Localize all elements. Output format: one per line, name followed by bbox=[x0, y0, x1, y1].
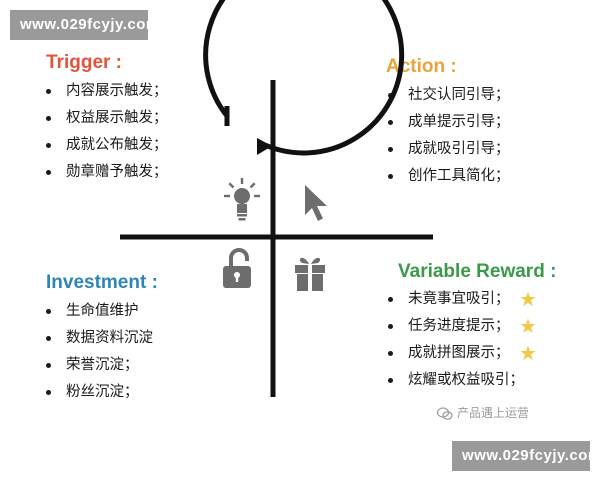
watermark-bottom: www.029fcyjy.com bbox=[452, 441, 600, 471]
cycle-circle bbox=[203, 0, 405, 156]
list-item: 内容展示触发； bbox=[44, 78, 168, 105]
list-item: 未竟事宜吸引； bbox=[386, 286, 536, 313]
list-item: 权益展示触发； bbox=[44, 105, 168, 132]
star-icon bbox=[520, 291, 535, 306]
cursor-arrow-icon bbox=[305, 185, 327, 221]
gift-icon bbox=[295, 257, 325, 291]
padlock-icon bbox=[223, 248, 251, 288]
variable-reward-list: 未竟事宜吸引； 任务进度提示； 成就拼图展示； 炫耀或权益吸引； bbox=[386, 286, 536, 394]
list-item: 成就拼图展示； bbox=[386, 340, 536, 367]
watermark-top: www.029fcyjy.com bbox=[10, 10, 159, 40]
list-item: 成单提示引导； bbox=[386, 109, 510, 136]
wechat-icon bbox=[437, 406, 453, 420]
trigger-heading: Trigger : bbox=[46, 52, 123, 73]
variable-reward-heading: Variable Reward : bbox=[398, 261, 557, 282]
investment-heading: Investment : bbox=[46, 272, 158, 293]
list-item: 成就吸引引导； bbox=[386, 136, 510, 163]
star-icon bbox=[520, 345, 535, 360]
credit-text: 产品遇上运营 bbox=[457, 406, 530, 420]
lightbulb-icon bbox=[224, 178, 260, 221]
star-icon bbox=[520, 318, 535, 333]
list-item: 创作工具简化； bbox=[386, 163, 510, 190]
list-item: 任务进度提示； bbox=[386, 313, 536, 340]
list-item: 炫耀或权益吸引； bbox=[386, 367, 536, 394]
source-credit: 产品遇上运营 bbox=[437, 404, 529, 421]
action-list: 社交认同引导； 成单提示引导； 成就吸引引导； 创作工具简化； bbox=[386, 82, 510, 190]
list-item: 数据资料沉淀 bbox=[44, 325, 153, 352]
list-item: 生命值维护 bbox=[44, 298, 153, 325]
list-item: 成就公布触发； bbox=[44, 132, 168, 159]
cycle-arrow-head bbox=[257, 138, 272, 155]
list-item: 粉丝沉淀； bbox=[44, 379, 153, 406]
investment-list: 生命值维护 数据资料沉淀 荣誉沉淀； 粉丝沉淀； bbox=[44, 298, 153, 406]
trigger-list: 内容展示触发； 权益展示触发； 成就公布触发； 勋章赠予触发； bbox=[44, 78, 168, 186]
list-item: 勋章赠予触发； bbox=[44, 159, 168, 186]
list-item: 荣誉沉淀； bbox=[44, 352, 153, 379]
